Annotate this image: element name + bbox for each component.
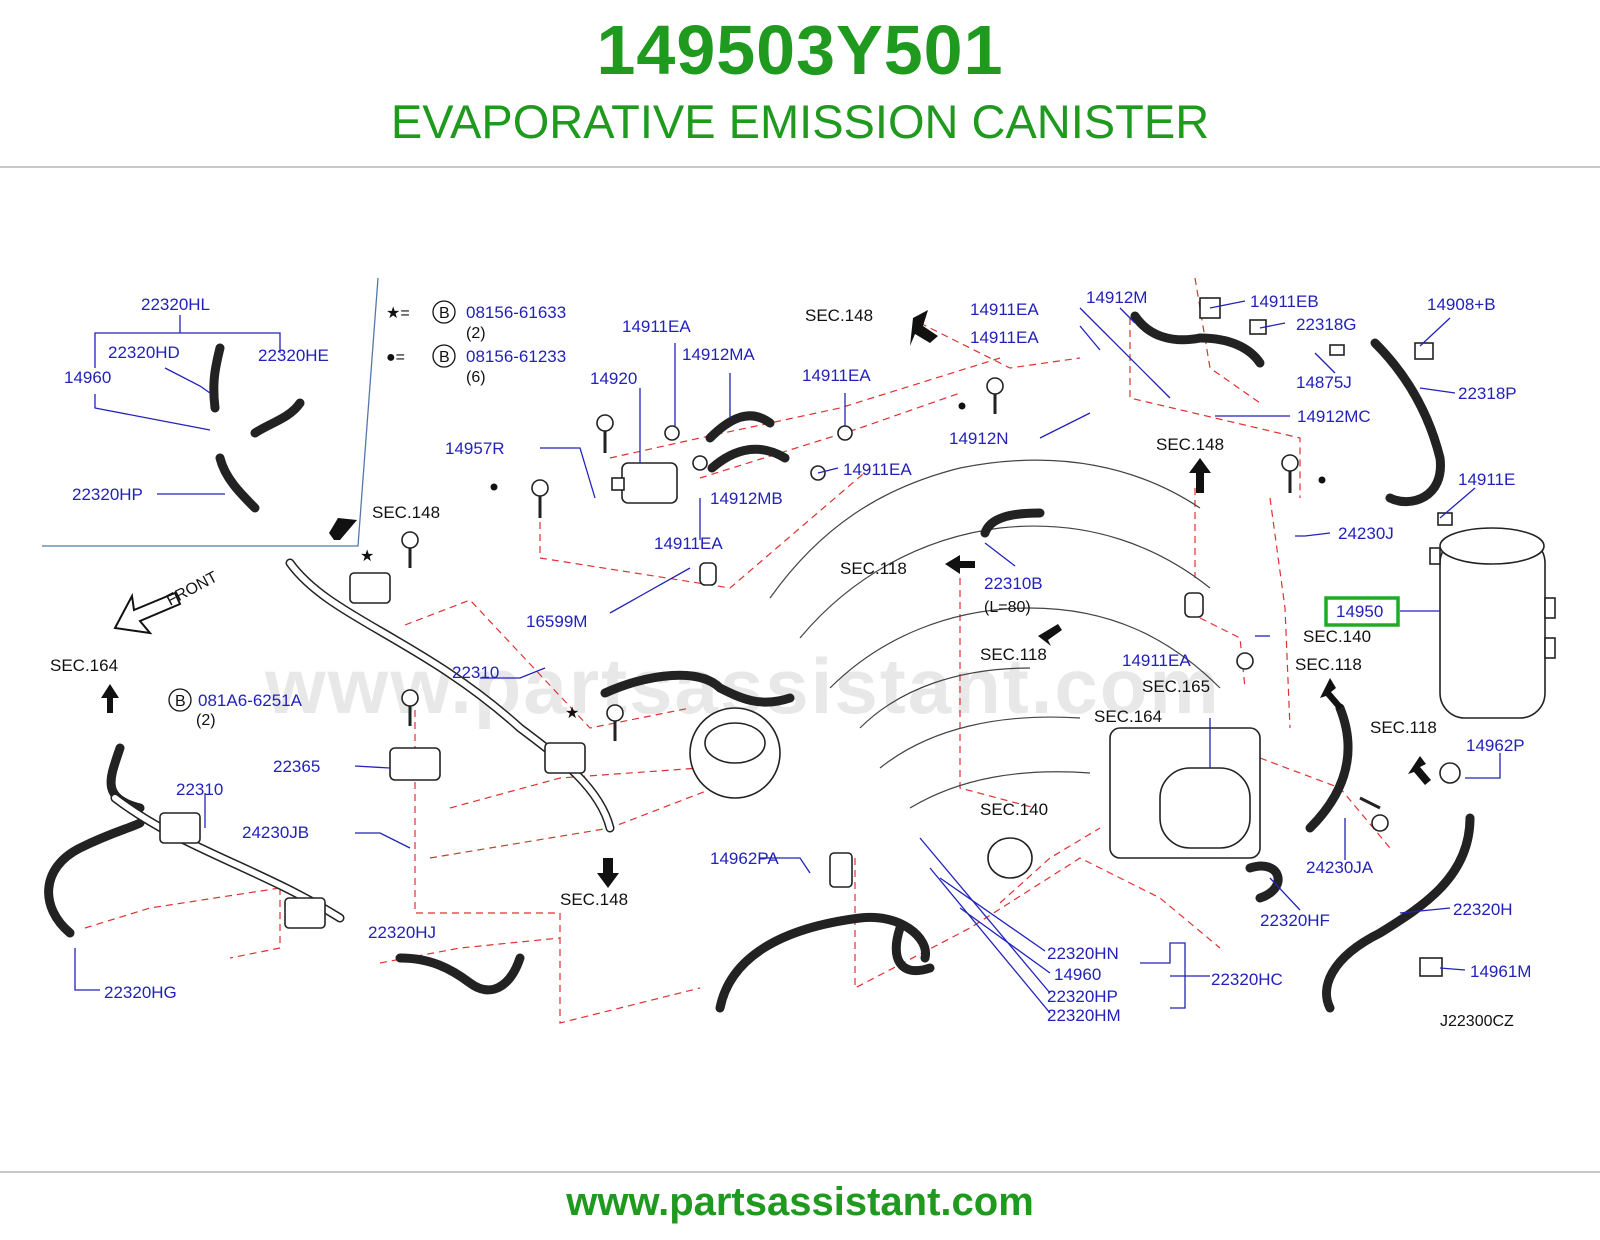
part-label[interactable]: 14875J (1296, 373, 1352, 392)
sec-label: SEC.164 (1094, 707, 1162, 726)
part-label[interactable]: 22320HP (72, 485, 143, 504)
sec-label: SEC.165 (1142, 677, 1210, 696)
part-label[interactable]: 22320HG (104, 983, 177, 1002)
part-label[interactable]: 14912MA (682, 345, 755, 364)
part-label[interactable]: 14912M (1086, 288, 1147, 307)
hoses (44, 311, 1475, 1013)
part-label[interactable]: 22320HN (1047, 944, 1119, 963)
diagram-code: J22300CZ (1440, 1013, 1514, 1030)
part-label[interactable]: 22320H (1453, 900, 1513, 919)
evap-canister-14950 (1429, 527, 1556, 719)
part-label[interactable]: 22320HP (1047, 987, 1118, 1006)
bolt-callout: B 081A6-6251A (2) (168, 688, 303, 729)
sec-label: SEC.140 (1303, 627, 1371, 646)
part-label[interactable]: 14912MB (710, 489, 783, 508)
part-label[interactable]: 22310B (984, 574, 1043, 593)
sec-label: SEC.140 (980, 800, 1048, 819)
part-label[interactable]: 22320HF (1260, 911, 1330, 930)
highlight-box-14950 (1324, 596, 1400, 627)
legend-symbol: ●= (386, 349, 405, 366)
leader-lines (74, 300, 1501, 1014)
engine-sketch (689, 459, 1261, 879)
part-label[interactable]: 14920 (590, 369, 637, 388)
part-label[interactable]: 24230JA (1306, 858, 1374, 877)
part-label[interactable]: 22320HM (1047, 1006, 1121, 1025)
section-labels: SEC.148 SEC.148 SEC.148 SEC.118 SEC.118 … (50, 306, 1437, 909)
pipe-assembly-22310 (110, 558, 615, 929)
sec-label: SEC.118 (840, 559, 907, 578)
part-label[interactable]: 14912MC (1297, 407, 1371, 426)
part-label[interactable]: 14960 (1054, 965, 1101, 984)
legend-part-number: 08156-61633 (466, 303, 566, 322)
footer-url[interactable]: www.partsassistant.com (566, 1180, 1034, 1224)
part-label[interactable]: 16599M (526, 612, 587, 631)
parts-diagram: www.partsassistant.com (42, 277, 1556, 1030)
hardware (401, 297, 1461, 977)
legend-qty: (6) (466, 369, 486, 386)
part-label[interactable]: 14962PA (710, 849, 779, 868)
part-label[interactable]: 22310 (176, 780, 223, 799)
part-label[interactable]: 22320HC (1211, 970, 1283, 989)
part-label[interactable]: 14912N (949, 429, 1009, 448)
front-label: FRONT (164, 569, 221, 610)
part-number-title: 149503Y501 (596, 11, 1004, 89)
sec-label: SEC.148 (805, 306, 873, 325)
part-label[interactable]: 22318G (1296, 315, 1357, 334)
part-label[interactable]: 22310 (452, 663, 499, 682)
part-label[interactable]: 22320HD (108, 343, 180, 362)
sec-label: SEC.118 (1370, 718, 1437, 737)
sec-label: SEC.148 (560, 890, 628, 909)
inset-border (42, 277, 379, 547)
length-note: (L=80) (984, 599, 1031, 616)
sec-label: SEC.148 (1156, 435, 1224, 454)
sec-label: SEC.118 (980, 645, 1047, 664)
part-label[interactable]: 14962P (1466, 736, 1525, 755)
bolt-qty: (2) (196, 712, 216, 729)
part-label[interactable]: 14957R (445, 439, 505, 458)
part-labels: 22320HL 22320HD 22320HE 14960 22320HP 14… (64, 288, 1531, 1025)
part-label[interactable]: 22318P (1458, 384, 1517, 403)
sec-label: SEC.148 (372, 503, 440, 522)
part-label[interactable]: 14911EA (970, 328, 1039, 347)
part-label[interactable]: 14911EA (970, 300, 1039, 319)
bolt-part-number: 081A6-6251A (198, 691, 303, 710)
part-name-subtitle: EVAPORATIVE EMISSION CANISTER (390, 95, 1210, 148)
part-label[interactable]: 14961M (1470, 962, 1531, 981)
part-label[interactable]: 22320HJ (368, 923, 436, 942)
legend-qty: (2) (466, 325, 486, 342)
bolt-markers: ★ ★ (360, 402, 1326, 722)
direction-arrows (101, 310, 1431, 888)
legend-circle-letter: B (439, 305, 450, 322)
part-label[interactable]: 24230J (1338, 524, 1394, 543)
part-label[interactable]: 14960 (64, 368, 111, 387)
highlighted-part-label[interactable]: 14950 (1336, 602, 1383, 621)
sec-label: SEC.164 (50, 656, 118, 675)
part-label[interactable]: 14911EB (1250, 292, 1319, 311)
legend-symbol: ★= (386, 305, 410, 322)
fastener-legend: ★= B 08156-61633 (2) ●= B 08156-61233 (6… (386, 300, 566, 386)
part-label[interactable]: 24230JB (242, 823, 309, 842)
legend-circle-letter: B (439, 349, 450, 366)
page-header: 149503Y501 EVAPORATIVE EMISSION CANISTER (0, 0, 1600, 168)
part-label[interactable]: 14911EA (1122, 651, 1191, 670)
bolt-circle-letter: B (175, 693, 186, 710)
svg-text:★: ★ (565, 705, 579, 722)
part-label[interactable]: 14911E (1458, 470, 1515, 489)
header-divider (0, 166, 1600, 168)
part-label[interactable]: 22365 (273, 757, 320, 776)
svg-text:★: ★ (360, 548, 374, 565)
part-label[interactable]: 14911EA (654, 534, 723, 553)
front-arrow-icon (113, 591, 182, 635)
sec-label: SEC.118 (1295, 655, 1362, 674)
part-label[interactable]: 22320HL (141, 295, 210, 314)
part-label[interactable]: 14911EA (622, 317, 691, 336)
part-label[interactable]: 14908+B (1427, 295, 1496, 314)
part-label[interactable]: 14911EA (843, 460, 912, 479)
legend-part-number: 08156-61233 (466, 347, 566, 366)
footer-divider (0, 1171, 1600, 1173)
part-label[interactable]: 22320HE (258, 346, 329, 365)
part-label[interactable]: 14911EA (802, 366, 871, 385)
purge-valve-14920 (611, 462, 678, 504)
